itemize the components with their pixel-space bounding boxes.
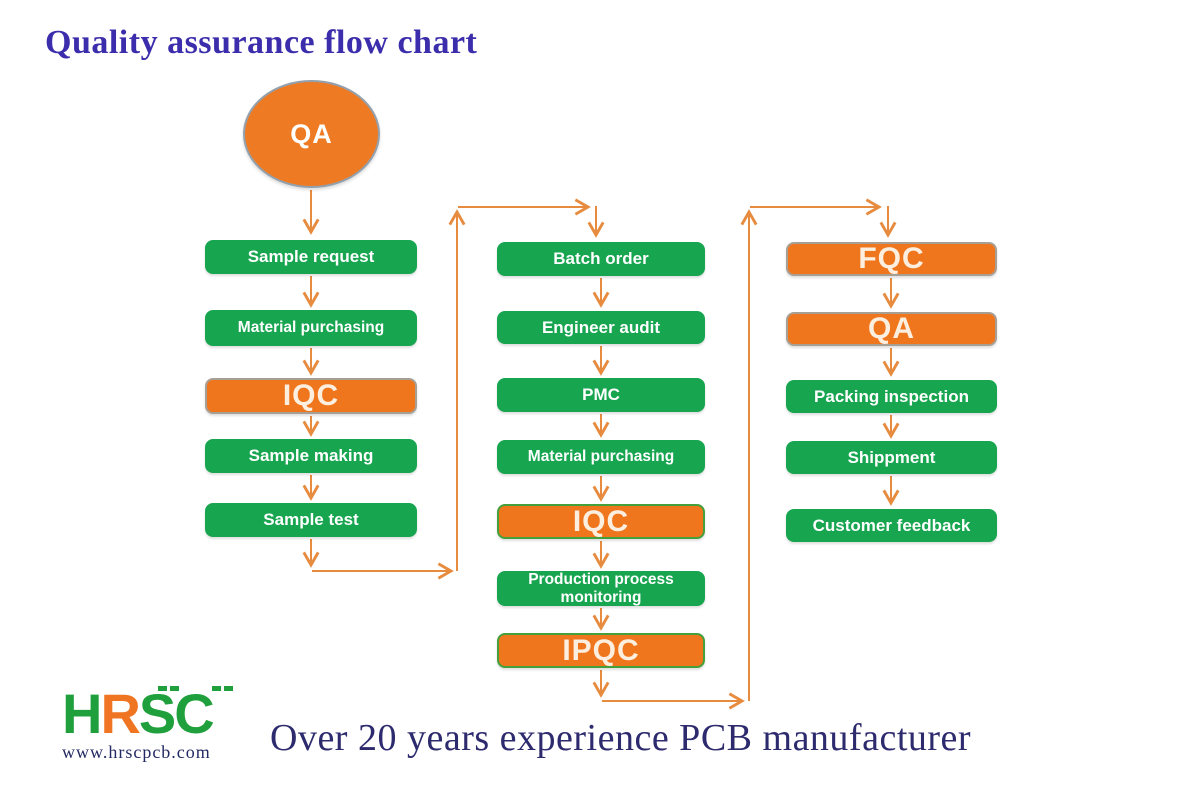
node-sample-test: Sample test [205,503,417,537]
logo-tick-icon [170,686,179,691]
node-engineer-audit: Engineer audit [497,311,705,344]
hrsc-logo: HRSC www.hrscpcb.com [62,686,233,763]
node-sample-request: Sample request [205,240,417,274]
node-pmc: PMC [497,378,705,412]
node-fqc: FQC [786,242,997,276]
logo-tick-icon [158,686,167,691]
logo-tick-icon [224,686,233,691]
node-customer-feedback: Customer feedback [786,509,997,542]
node-iqc-1: IQC [205,378,417,414]
node-iqc-2: IQC [497,504,705,539]
logo-letter-h: H [62,682,102,745]
logo-tick-icon [212,686,221,691]
node-production-process-monitoring: Production process monitoring [497,571,705,606]
logo-letter-r: R [100,682,140,745]
node-packing-inspection: Packing inspection [786,380,997,413]
node-qa-final: QA [786,312,997,346]
logo-website: www.hrscpcb.com [62,742,211,762]
node-shippment: Shippment [786,441,997,474]
hrsc-logo-word: HRSC [62,686,233,742]
node-sample-making: Sample making [205,439,417,473]
node-ipqc: IPQC [497,633,705,668]
logo-letters-sc: SC [138,682,215,745]
node-batch-order: Batch order [497,242,705,276]
slogan-text: Over 20 years experience PCB manufacture… [270,717,972,759]
node-material-purchasing-1: Material purchasing [205,310,417,346]
node-qa-start: QA [243,80,380,188]
page-title: Quality assurance flow chart [45,24,478,61]
node-material-purchasing-2: Material purchasing [497,440,705,474]
